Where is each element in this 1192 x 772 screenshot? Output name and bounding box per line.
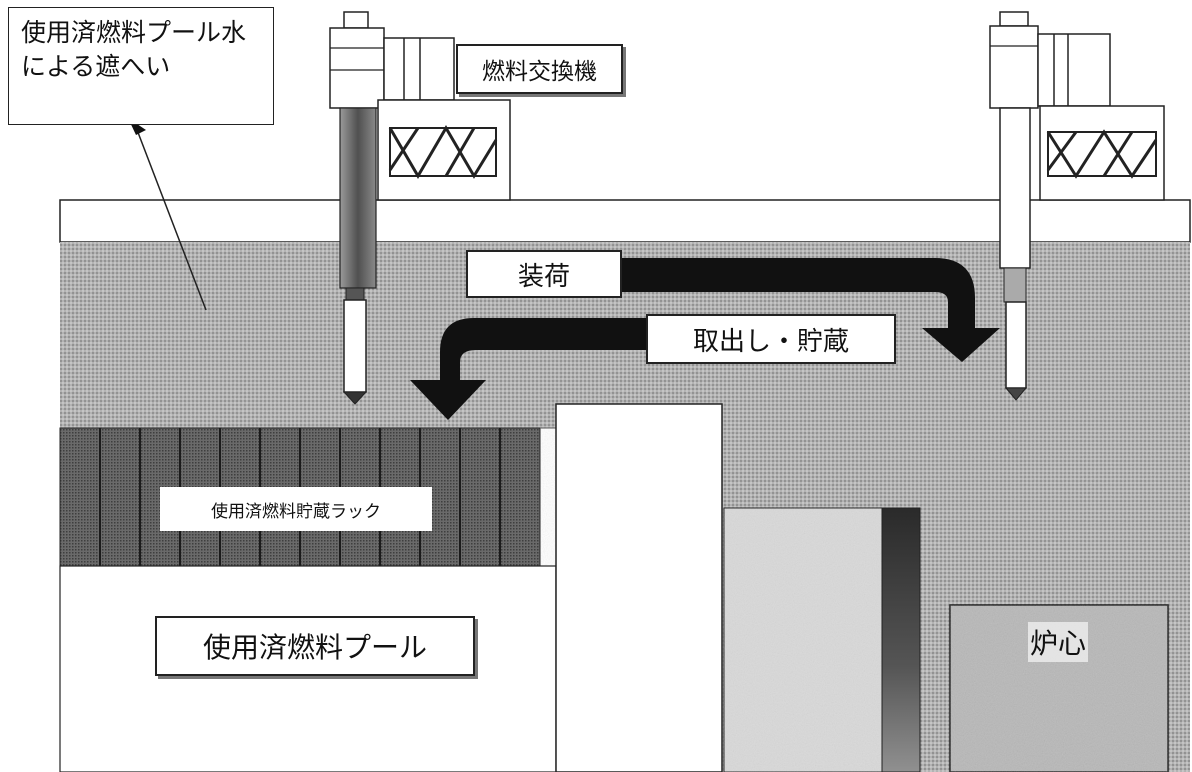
- storage-rack-label: 使用済燃料貯蔵ラック: [160, 487, 432, 531]
- reactor-pedestal: [555, 403, 723, 772]
- retrieval-storage-label: 取出し・貯蔵: [646, 314, 896, 364]
- spent-fuel-pool-label: 使用済燃料プール: [155, 616, 475, 676]
- core-shroud: [881, 507, 921, 772]
- water-shielding-callout: 使用済燃料プール水 による遮へい: [8, 7, 274, 125]
- water-shielding-line-2: による遮へい: [21, 52, 171, 81]
- callout-leader-line: [133, 121, 207, 311]
- refueling-machine-right: [989, 11, 1165, 401]
- loading-label: 装荷: [466, 250, 622, 298]
- water-shielding-line-1: 使用済燃料プール水: [21, 18, 247, 47]
- refueling-machine-left: [329, 11, 511, 405]
- refueling-machine-label: 燃料交換機: [456, 44, 623, 94]
- loading-arrow: [620, 258, 1000, 362]
- retrieval-arrow: [410, 318, 648, 420]
- reactor-core-label: 炉心: [1028, 622, 1089, 662]
